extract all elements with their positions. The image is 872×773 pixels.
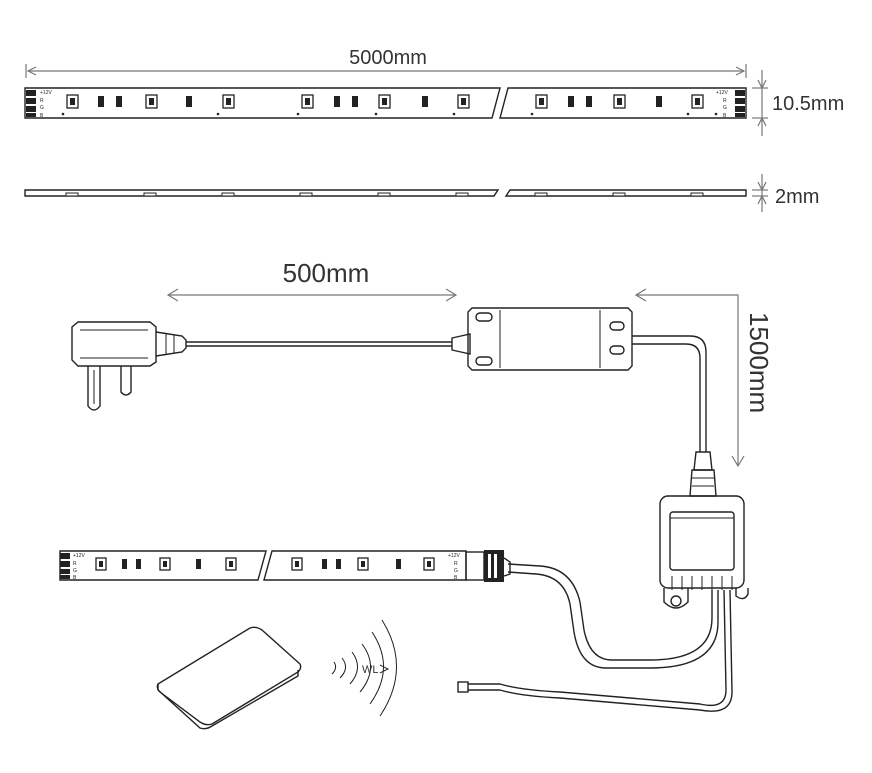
pin-label-g-right: G (723, 105, 727, 111)
pin-label-r: R (40, 98, 44, 104)
uk-plug-icon (71, 321, 187, 411)
led-strip-side-view (24, 189, 747, 197)
strip-resistors (98, 96, 662, 107)
pin-label-g-bottom-right: G (454, 568, 458, 574)
strip-length-label: 5000mm (349, 47, 427, 69)
adapter-output-cable (632, 335, 707, 452)
rgb-controller-icon (659, 495, 749, 609)
strip-dots (61, 112, 718, 116)
pin-label-b: B (40, 113, 44, 119)
controller-to-strip-cable (507, 563, 719, 669)
plug-cable (186, 333, 471, 355)
strip-thickness-dimension: 2mm (752, 174, 819, 212)
pin-label-b-bottom-right: B (454, 575, 458, 581)
pin-label-12v-bottom-right: +12V (448, 553, 460, 559)
led-strip-top-view: +12V R G B +12V R G B (24, 87, 747, 119)
pin-label-r-bottom: R (73, 561, 77, 567)
pin-label-b-bottom: B (73, 575, 77, 581)
strip-connector-icon (465, 550, 511, 582)
controller-cable-dimension: 1500mm (634, 288, 774, 468)
strip-solder-pads-right: +12V R G B (716, 90, 745, 119)
power-adapter-icon (467, 307, 633, 371)
pin-label-g: G (40, 105, 44, 111)
strip-thickness-label: 2mm (775, 186, 819, 208)
strip-solder-pads-left: +12V R G B (26, 90, 52, 119)
pin-label-g-bottom: G (73, 568, 77, 574)
strip-width-label: 10.5mm (772, 93, 844, 115)
pin-label-r-bottom-right: R (454, 561, 458, 567)
controller-cable-length-label: 1500mm (744, 312, 774, 413)
pin-label-12v-right: +12V (716, 90, 728, 96)
plug-cable-dimension: 500mm (166, 258, 458, 302)
strip-leds (66, 94, 704, 109)
pin-label-b-right: B (723, 113, 727, 119)
led-strip-short-section: +12V R G B +12V R G B (59, 550, 467, 581)
pin-label-12v: +12V (40, 90, 52, 96)
wireless-label: WL (362, 664, 379, 676)
controller-antenna-cable (457, 589, 733, 712)
strip-width-dimension: 10.5mm (752, 70, 844, 136)
pin-label-r-right: R (723, 98, 727, 104)
wireless-signal-icon: WL (331, 619, 397, 717)
dc-connector-icon (689, 451, 717, 497)
remote-control-icon (156, 626, 302, 730)
strip-length-dimension: 5000mm (25, 47, 747, 78)
pin-label-12v-bottom: +12V (73, 553, 85, 559)
plug-cable-length-label: 500mm (283, 258, 370, 288)
